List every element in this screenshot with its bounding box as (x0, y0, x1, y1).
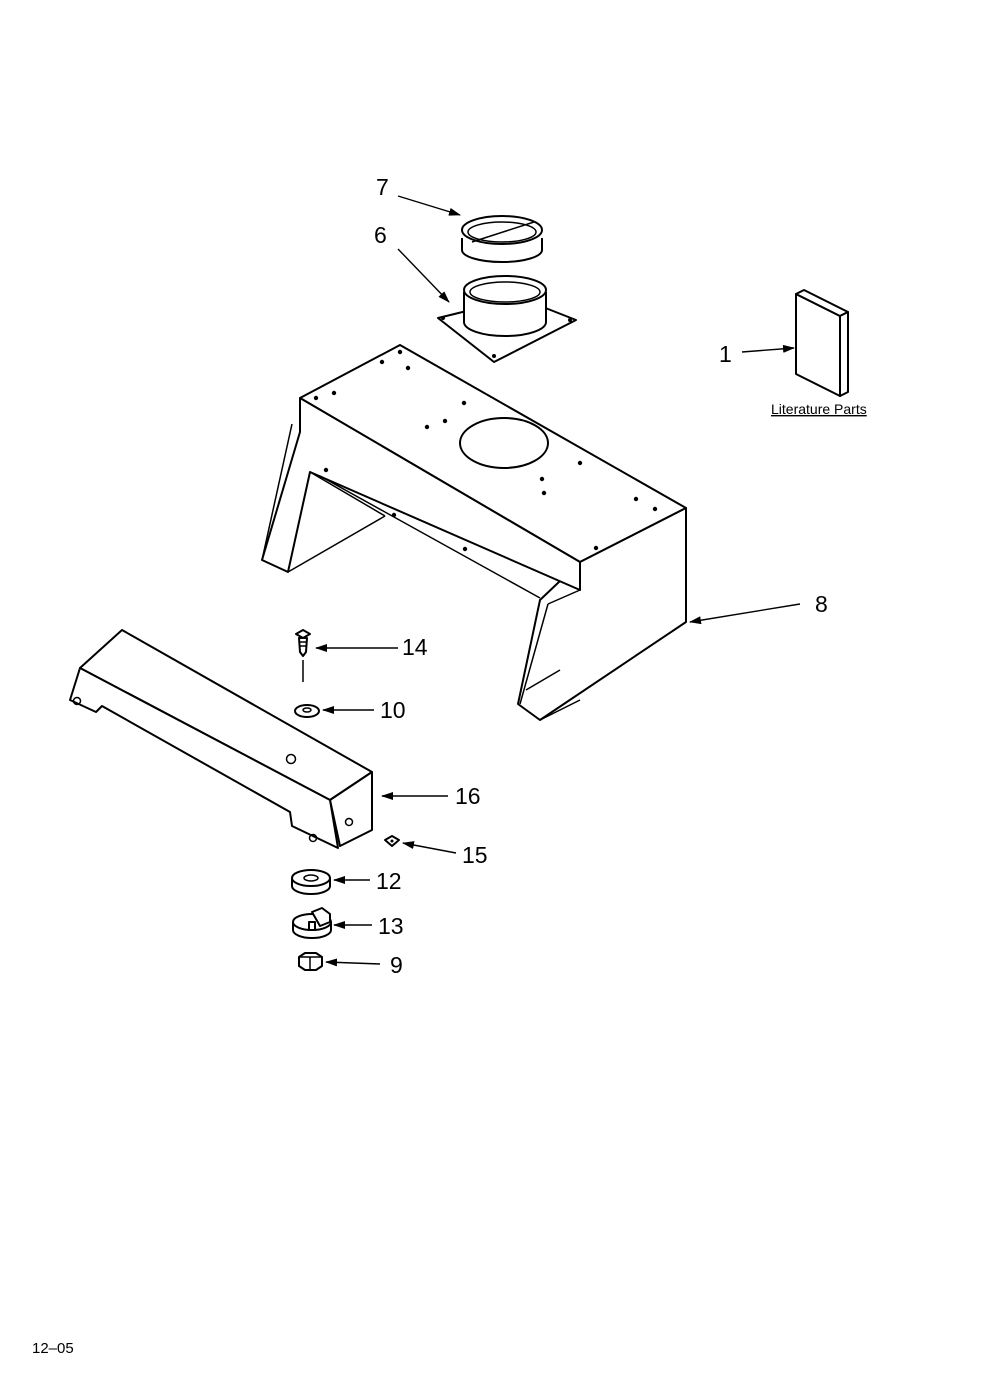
screw (295, 629, 311, 682)
spacer (291, 869, 331, 895)
literature-booklet (795, 289, 849, 397)
leader-15 (402, 841, 457, 854)
washer (294, 704, 320, 718)
callout-9: 9 (390, 952, 403, 978)
callout-10: 10 (380, 697, 406, 723)
callout-12: 12 (376, 868, 402, 894)
callout-8: 8 (815, 591, 828, 617)
callout-1: 1 (719, 341, 732, 367)
leader-1 (741, 344, 795, 353)
hex-nut (298, 952, 323, 971)
callout-6: 6 (374, 222, 387, 248)
leader-8 (689, 603, 801, 625)
leader-9 (325, 958, 381, 967)
hood-housing (261, 344, 687, 721)
callout-13: 13 (378, 913, 404, 939)
literature-parts-label: Literature Parts (771, 401, 867, 417)
leader-6 (397, 248, 450, 303)
trim-channel (69, 629, 373, 849)
callout-15: 15 (462, 842, 488, 868)
knob-bracket (292, 907, 332, 939)
callout-16: 16 (455, 783, 481, 809)
damper-ring (461, 215, 543, 263)
leader-7 (397, 195, 461, 216)
small-screw (384, 835, 400, 847)
callout-7: 7 (376, 174, 389, 200)
callout-14: 14 (402, 634, 428, 660)
footer-code: 12–05 (32, 1340, 74, 1357)
duct-connector (437, 275, 577, 363)
